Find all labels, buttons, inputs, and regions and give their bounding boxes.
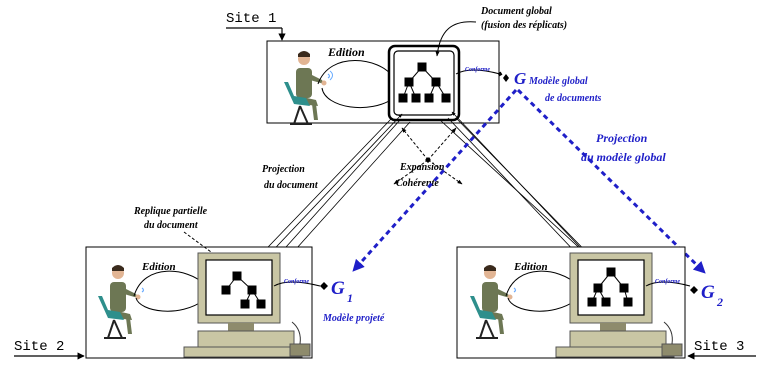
expansion-arrows: [393, 127, 463, 185]
replica-sublabel: du document: [144, 220, 199, 231]
edition-label-right: Edition: [513, 261, 548, 273]
global-model-G: G: [514, 69, 527, 88]
site-1-group: Site 1 Edition: [226, 6, 601, 125]
global-document-sublabel: (fusion des réplicats): [481, 20, 567, 31]
model-G2-base: G: [701, 282, 715, 303]
edition-label-top: Edition: [327, 45, 365, 59]
model-G2-sub: 2: [716, 295, 723, 309]
projection-document-sublabel: du document: [264, 180, 319, 191]
global-document-label: Document global: [480, 6, 552, 17]
global-model-label: Modèle global: [528, 76, 588, 87]
replica-tree: [221, 271, 266, 309]
conforme-arrow-top: [455, 69, 503, 77]
edition-arrow-top: [317, 60, 393, 85]
site-2-group: Replique partielle du document Edition: [14, 206, 385, 360]
site-3-tree: [587, 267, 633, 307]
model-G1-sub: 1: [347, 291, 353, 305]
projection-document-label: Projection: [262, 164, 305, 175]
monitor-icon: [183, 252, 311, 358]
projected-model-label: Modèle projeté: [322, 313, 385, 324]
global-document-pointer: [435, 21, 477, 57]
expansion-label: Expansion: [399, 162, 445, 173]
conforme-label-left: Conforme: [284, 279, 309, 285]
site-1-label: Site 1: [226, 11, 276, 27]
replica-label: Replique partielle: [133, 206, 208, 217]
projection-global-sublabel: du modèle global: [581, 150, 666, 164]
conforme-label-top: Conforme: [465, 67, 490, 73]
global-model-sublabel: de documents: [545, 93, 601, 104]
site-3-label: Site 3: [694, 339, 744, 355]
expansion-sublabel: Cohérente: [396, 178, 439, 189]
global-projection-arrows: [352, 88, 706, 274]
global-document-tree: [398, 62, 451, 103]
site-2-label: Site 2: [14, 339, 64, 355]
edition-return-top: [321, 87, 395, 109]
edition-label-left: Edition: [141, 261, 176, 273]
projection-global-label: Projection: [596, 131, 648, 145]
person-icon: [470, 265, 517, 339]
person-icon: [98, 265, 145, 339]
person-icon: [284, 51, 333, 125]
site-3-group: Edition Conforme G 2: [456, 246, 756, 360]
model-G1-base: G: [331, 278, 345, 299]
conforme-label-right: Conforme: [655, 279, 680, 285]
